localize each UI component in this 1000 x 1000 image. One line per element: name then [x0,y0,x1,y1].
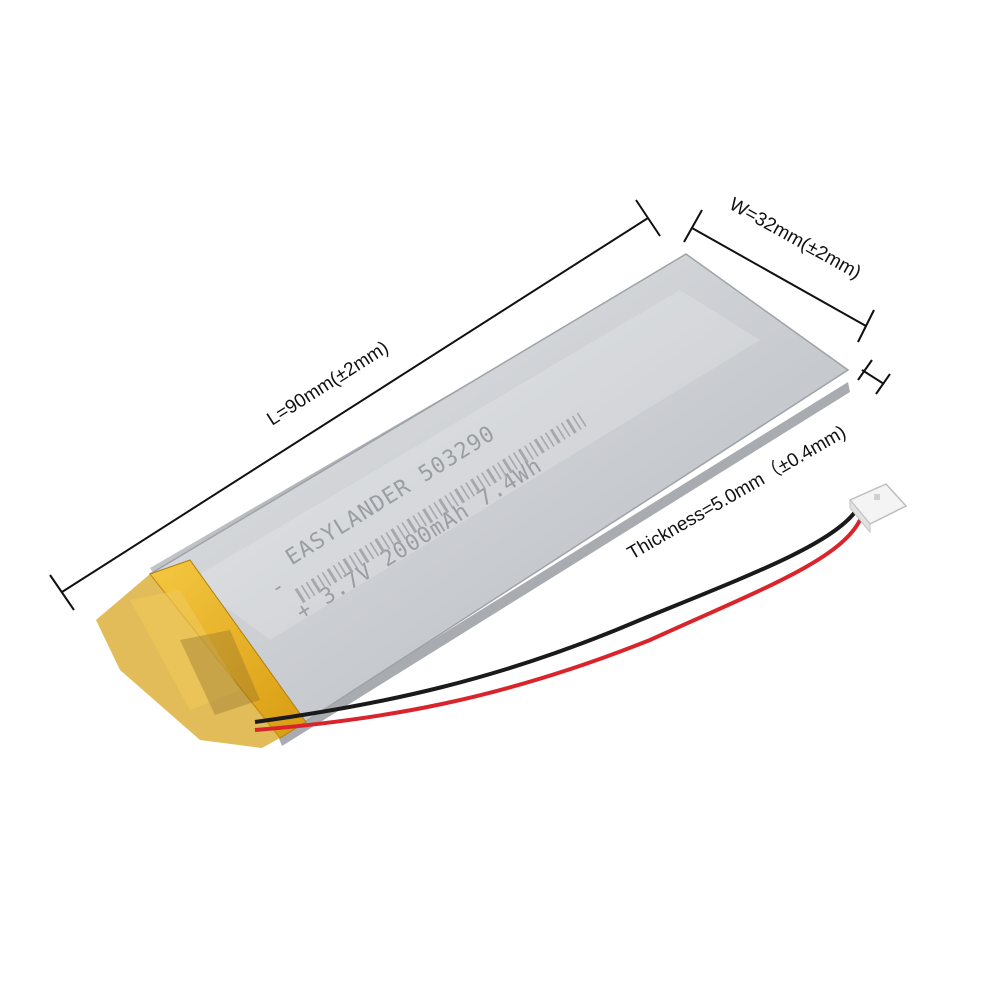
barcode-stripe [396,525,407,540]
barcode-stripe [380,535,391,550]
barcode-stripe [374,538,386,554]
barcode-stripe [481,472,491,487]
barcode-stripe [300,584,311,600]
battery-wires [254,510,862,732]
barcode-stripe [406,518,418,534]
barcode-stripe [433,502,444,517]
barcode-stripe [549,428,561,444]
barcode-stripe [412,515,423,530]
barcode-stripe [342,558,354,574]
black-wire [254,510,857,724]
barcode-stripe [576,412,587,427]
barcode-stripe [539,435,550,450]
barcode-stripe [401,522,412,537]
length-label: L=90mm(±2mm) [263,337,392,430]
barcode-stripe [517,448,529,464]
barcode-stripe [385,531,396,547]
barcode-stripe [512,452,523,467]
barcode-stripe [501,458,513,474]
barcode-stripe [337,561,348,577]
barcode-stripe [326,568,338,584]
barcode-stripe [486,468,498,484]
barcode [294,412,587,604]
barcode-stripe [358,548,370,564]
barcode-stripe [465,482,475,497]
barcode-stripe [390,528,402,544]
tape-end [96,559,307,748]
barcode-stripe [310,577,322,594]
barcode-stripe [560,422,571,437]
barcode-stripe [438,498,450,514]
barcode-stripe [470,478,482,494]
barcode-stripe [528,442,539,457]
barcode-stripe [294,587,306,604]
barcode-stripe [497,462,507,477]
barcode-stripe [492,465,502,480]
barcode-stripe [369,541,380,557]
barcode-stripe [422,508,434,524]
barcode-stripe [348,554,359,570]
barcode-stripe [460,485,471,500]
barcode-stripe [321,571,332,587]
barcode-stripe [508,455,518,470]
barcode-stripe [353,551,364,567]
barcode-stripe [454,488,466,504]
battery-cell [148,253,850,746]
red-wire [254,519,862,732]
barcode-stripe [533,438,545,454]
barcode-stripe [364,545,375,560]
barcode-stripe [565,418,577,434]
barcode-stripe [555,425,566,440]
barcode-stripe [476,475,487,490]
barcode-stripe [444,495,455,510]
barcode-stripe [316,574,327,590]
connector [848,483,908,534]
barcode-stripe [417,512,428,527]
barcode-stripe [332,564,343,580]
barcode-stripe [449,492,460,507]
barcode-stripe [524,445,534,460]
barcode-stripe [571,415,582,430]
barcode-stripe [428,505,439,520]
barcode-stripe [544,432,555,447]
width-label: W=32mm(±2mm) [726,194,865,284]
barcode-stripe [305,581,316,597]
